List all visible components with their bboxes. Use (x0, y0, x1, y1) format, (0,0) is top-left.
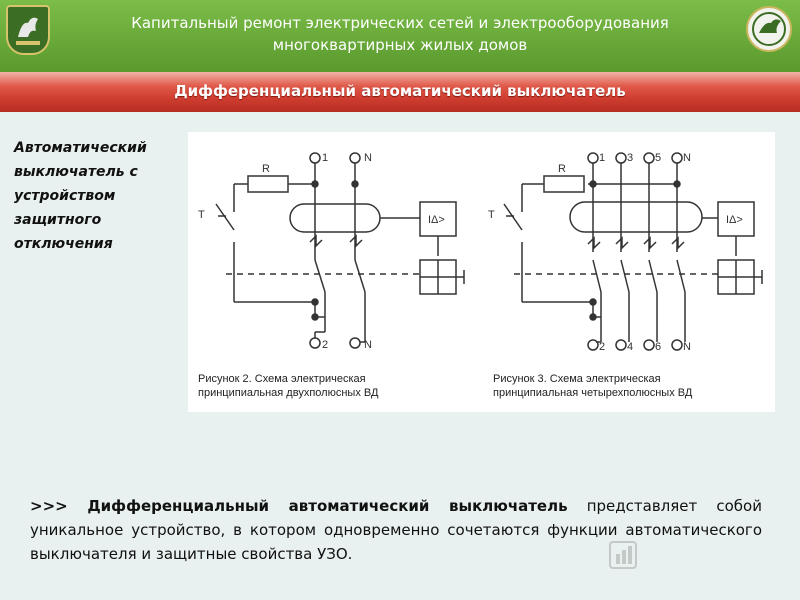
fig3-terminal-bottom-4 (615, 339, 627, 351)
section-title: Дифференциальный автоматический выключат… (174, 82, 626, 100)
fig3-label-t5: 5 (655, 152, 661, 164)
fig3-label-t3: 3 (627, 152, 633, 164)
fig2-terminal-bottom-2 (309, 337, 321, 349)
republic-emblem-icon (745, 5, 793, 53)
fig2-terminal-bottom-n (349, 337, 361, 349)
header-bar: Капитальный ремонт электрических сетей и… (0, 0, 800, 72)
fig3-label-delta: IΔ> (726, 214, 743, 226)
fig2-current-transformer (289, 203, 381, 233)
side-caption: Автоматический выключатель с устройством… (14, 140, 147, 252)
fig2-caption-line2: принципиальная двухполюсных ВД (198, 387, 379, 399)
fig3-caption-line1: Рисунок 3. Схема электрическая (493, 373, 661, 385)
fig3-terminal-top-3 (615, 152, 627, 164)
page-title-line1: Капитальный ремонт электрических сетей и… (131, 14, 669, 32)
fig3-terminal-top-5 (643, 152, 655, 164)
circuit-diagram-svg: 1 N R T IΔ> 2 N (198, 152, 763, 353)
fig3-resistor (543, 175, 585, 193)
fig3-label-tn: N (683, 152, 691, 164)
circuit-diagram: 1 N R T IΔ> 2 N (188, 132, 775, 412)
watermark-logo-icon (608, 538, 758, 572)
fig2-label-delta: IΔ> (428, 214, 445, 226)
section-title-bar: Дифференциальный автоматический выключат… (0, 72, 800, 112)
fig3-labels: 1 3 5 N R T IΔ> 2 4 6 N (488, 152, 743, 353)
fig3-current-transformer (569, 201, 703, 233)
description-prefix: >>> (30, 497, 88, 515)
fig2-terminal-top-n (349, 152, 361, 164)
fig2-schematic (215, 152, 465, 349)
fig2-label-bot2: 2 (322, 339, 328, 351)
fig2-terminal-top-1 (309, 152, 321, 164)
city-emblem-icon (6, 5, 50, 55)
fig3-caption: Рисунок 3. Схема электрическая принципиа… (493, 372, 773, 400)
fig2-label-top1: 1 (322, 152, 328, 164)
fig3-label-bn: N (683, 341, 691, 353)
page-title: Капитальный ремонт электрических сетей и… (80, 12, 720, 56)
fig2-labels: 1 N R T IΔ> 2 N (198, 152, 445, 351)
fig3-label-t1: 1 (599, 152, 605, 164)
fig3-schematic (503, 152, 763, 351)
fig2-resistor (247, 175, 289, 193)
fig3-label-b4: 4 (627, 341, 633, 353)
description-bold-term: Дифференциальный автоматический выключат… (87, 497, 568, 515)
fig2-label-t: T (198, 209, 205, 221)
fig3-label-r: R (558, 163, 566, 175)
fig3-terminal-top-1 (587, 152, 599, 164)
fig3-label-b2: 2 (599, 341, 605, 353)
page-title-line2: многоквартирных жилых домов (272, 36, 528, 54)
description-rest: представляет собой уникальное устройство… (30, 497, 762, 563)
fig3-label-b6: 6 (655, 341, 661, 353)
fig3-terminal-top-n (671, 152, 683, 164)
fig2-label-r: R (262, 163, 270, 175)
fig3-terminal-bottom-6 (643, 339, 655, 351)
fig3-terminal-bottom-n (671, 339, 683, 351)
fig3-terminal-bottom-2 (587, 339, 599, 351)
fig2-label-topn: N (364, 152, 372, 164)
description-paragraph: >>> Дифференциальный автоматический выкл… (30, 494, 762, 566)
fig2-caption-line1: Рисунок 2. Схема электрическая (198, 373, 366, 385)
fig2-label-botn: N (364, 339, 372, 351)
fig3-label-t: T (488, 209, 495, 221)
fig3-caption-line2: принципиальная четырехполюсных ВД (493, 387, 693, 399)
fig2-caption: Рисунок 2. Схема электрическая принципиа… (198, 372, 478, 400)
